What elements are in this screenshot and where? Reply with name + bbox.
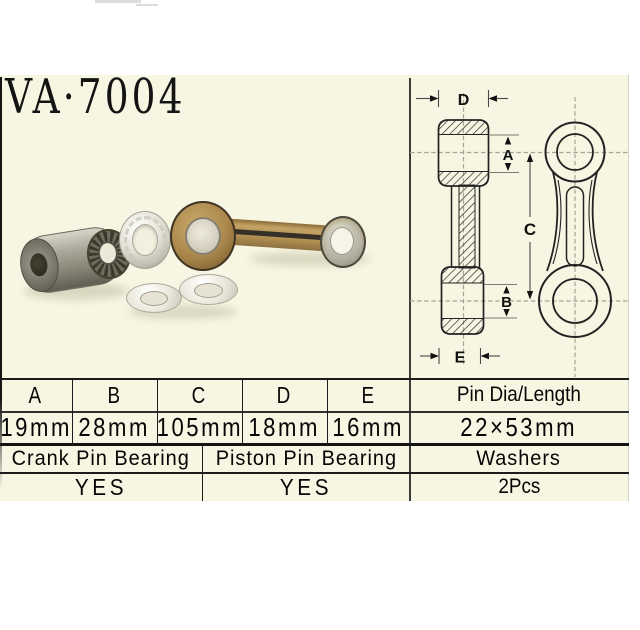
table-line [0,411,629,413]
bearing-value-crank: YES [74,473,128,500]
technical-diagram: D A C B E [410,90,628,377]
table-line [241,378,243,444]
value-cell-e: 16mm [332,412,405,442]
product-code-title: VA·7004 [5,69,186,125]
header-cell-d: D [276,381,293,408]
dimension-label-e: E [455,350,466,367]
dimension-label-a: A [503,147,514,164]
dimension-b: B [484,284,517,319]
value-cell-c: 105mm [156,412,243,442]
scan-artifact [136,4,158,6]
page-edge [628,75,629,501]
table-line [326,378,328,444]
bearing-header-crank: Crank Pin Bearing [11,446,191,470]
value-cell-b: 28mm [78,412,151,442]
table-line [201,444,203,501]
header-cell-e: E [361,381,376,408]
bearing-value-piston: YES [279,473,333,500]
value-cell-d: 18mm [248,412,321,442]
dimension-label-b: B [501,294,512,311]
front-view [538,121,612,338]
diagram-border-line [408,78,411,501]
dimension-a: A [490,134,519,173]
bearing-value-washers: 2Pcs [497,475,541,498]
header-cell-c: C [191,381,208,408]
scan-artifact [95,0,141,3]
dimension-e: E [420,348,500,367]
dimension-label-d: D [458,92,470,109]
table-line [71,378,73,444]
table-line [0,378,629,380]
table-line [0,442,629,446]
value-cell-pin-dia-length: 22×53mm [460,412,578,442]
section-view [437,119,490,335]
table-line [156,378,158,444]
bearing-header-washers: Washers [476,446,562,470]
header-cell-a: A [28,381,44,408]
value-cell-a: 19mm [0,412,72,442]
dimension-label-c: C [524,220,536,239]
dimension-d: D [416,90,508,109]
table-line [0,472,629,474]
dimension-c: C [524,153,536,300]
header-cell-pin-dia-length: Pin Dia/Length [456,383,581,406]
header-cell-b: B [107,381,122,408]
scan-edge-strip [0,77,2,489]
bearing-header-piston: Piston Pin Bearing [215,446,397,470]
